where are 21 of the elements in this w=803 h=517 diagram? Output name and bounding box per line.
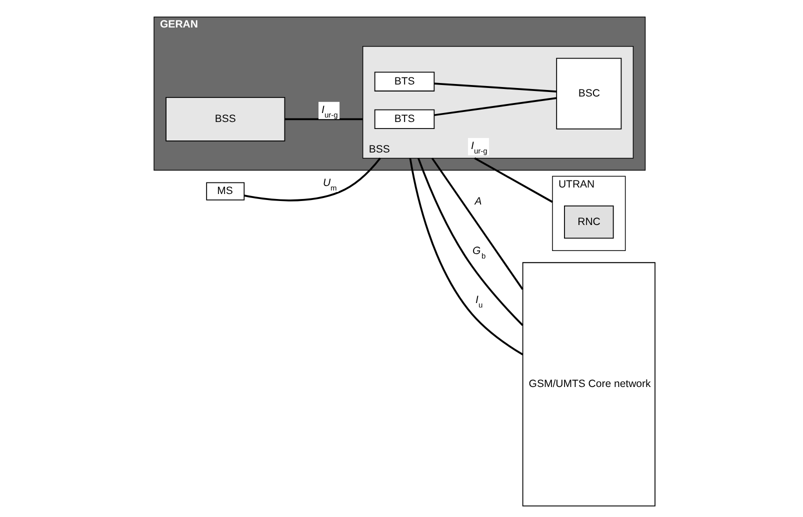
node-box: BSS xyxy=(166,96,286,142)
node-box: RNC xyxy=(564,205,614,239)
connector xyxy=(434,82,557,92)
connector xyxy=(417,158,524,326)
connector xyxy=(474,157,553,203)
connector xyxy=(431,158,524,290)
node-box: MS xyxy=(206,182,245,200)
connector xyxy=(409,158,524,356)
connector xyxy=(284,118,363,120)
node-box: BSC xyxy=(556,58,622,130)
node-box: BTS xyxy=(374,72,435,92)
node-box: GSM/UMTS Core network xyxy=(522,262,656,506)
node-box: BTS xyxy=(374,109,435,129)
edge-label: A xyxy=(474,196,482,208)
edge-label: I$_{u}$ xyxy=(475,294,483,310)
edge-label: I$_{ur-g}$ xyxy=(322,104,338,120)
connector xyxy=(434,97,557,116)
connector xyxy=(244,158,381,202)
edge-label: I$_{ur-g}$ xyxy=(470,140,488,156)
edge-label: U$_{m}$ xyxy=(323,176,337,192)
edge-label: G$_{b}$ xyxy=(472,245,486,261)
